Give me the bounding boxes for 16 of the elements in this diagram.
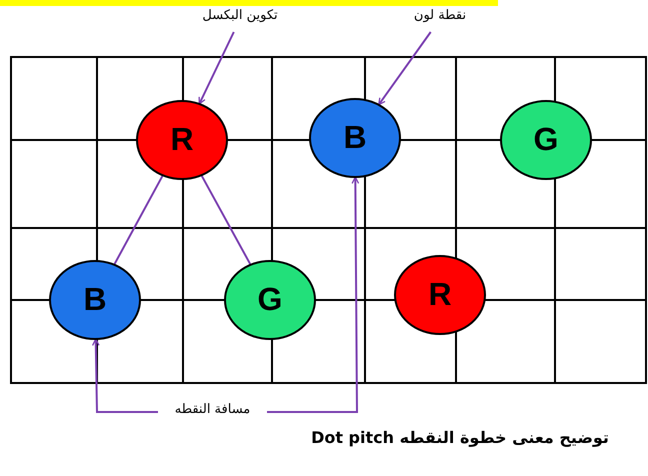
callout-text: مسافة النقطه bbox=[160, 402, 265, 417]
connector-line bbox=[113, 174, 164, 266]
color-letter: G bbox=[532, 121, 560, 158]
caption: توضيح معنى خطوة النقطه Dot pitch bbox=[310, 428, 610, 448]
connector-line bbox=[200, 174, 252, 266]
color-letter: R bbox=[169, 121, 195, 158]
color-letter: G bbox=[256, 281, 284, 318]
callout-text: نقطة لون bbox=[400, 8, 480, 23]
color-letter: B bbox=[342, 119, 368, 156]
callout-text: تكوين البكسل bbox=[190, 8, 290, 23]
leader-line bbox=[198, 32, 235, 105]
leader-line bbox=[378, 31, 432, 106]
leader-line bbox=[267, 176, 360, 413]
color-letter: R bbox=[427, 276, 453, 313]
leader-line bbox=[92, 338, 158, 413]
color-letter: B bbox=[82, 281, 108, 318]
